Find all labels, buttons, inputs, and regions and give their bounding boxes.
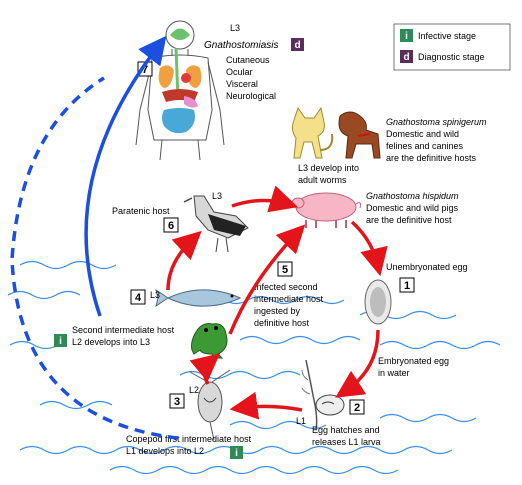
step-3-line-1: Copepod first intermediate host <box>126 434 252 444</box>
step-3-box <box>169 393 185 409</box>
arrow-copepod-to-human <box>10 76 179 440</box>
step-5-number: 5 <box>282 264 288 276</box>
adult-worms-line-2: adult worms <box>298 175 347 185</box>
step-2-line-2: releases L1 larva <box>312 437 381 447</box>
form-visceral: Visceral <box>226 79 258 89</box>
arrow-fish-to-bird <box>166 230 202 291</box>
legend-infective-label: Infective stage <box>418 31 476 41</box>
arrow-copepod-to-frog <box>189 353 221 385</box>
step-5-line-2: intermediate host <box>254 294 324 304</box>
spinigerum-line-1: Domestic and wild <box>386 129 459 139</box>
step-5-box <box>277 261 293 277</box>
human-stage-label: L3 <box>230 23 240 33</box>
unembryonated-egg-label: Unembryonated egg <box>386 262 468 272</box>
step-6-box <box>163 217 179 233</box>
step-2-stage: L1 <box>296 416 306 426</box>
step-5-line-1: Infected second <box>254 282 318 292</box>
arrow-frog-to-pig <box>228 224 306 335</box>
embryonated-line-2: in water <box>378 368 410 378</box>
diagnostic-badge <box>291 38 304 51</box>
step-4-line-1: Second intermediate host <box>72 325 175 335</box>
form-cutaneous: Cutaneous <box>226 55 270 65</box>
cat-icon <box>291 106 334 159</box>
legend-diagnostic-label: Diagnostic stage <box>418 52 485 62</box>
step-2-line-1: Egg hatches and <box>312 425 380 435</box>
spinigerum-line-2: felines and canines <box>386 141 464 151</box>
dog-icon <box>338 111 381 159</box>
human-figure-icon <box>135 20 225 161</box>
infective-badge-copepod-letter: i <box>235 448 238 459</box>
step-4-number: 4 <box>135 292 142 304</box>
frog-icon <box>191 323 228 359</box>
step-3-stage: L2 <box>189 385 199 395</box>
step-4-stage: L3 <box>150 290 160 300</box>
form-ocular: Ocular <box>226 67 253 77</box>
egg-icon <box>364 279 392 325</box>
arrow-egg-to-hatch <box>335 329 380 398</box>
copepod-icon <box>189 369 231 441</box>
hispidum-line-2: are the definitive host <box>366 215 452 225</box>
step-6-number: 6 <box>168 220 174 232</box>
step-5-line-3: ingested by <box>254 306 301 316</box>
step-2-box <box>349 399 365 415</box>
disease-name: Gnathostomiasis <box>204 40 278 51</box>
step-3-number: 3 <box>174 396 180 408</box>
diagnostic-badge-letter: d <box>294 40 300 51</box>
legend-diagnostic-badge <box>400 50 413 63</box>
embryonated-line-1: Embryonated egg <box>378 356 449 366</box>
step-7-number: 7 <box>142 64 148 76</box>
arrow-bird-to-pig <box>231 185 299 213</box>
bird-icon <box>183 195 249 253</box>
paratenic-stage-label: L3 <box>212 191 222 201</box>
infective-badge-copepod <box>230 446 243 459</box>
red-arrows <box>166 185 388 420</box>
step-5-line-4: definitive host <box>254 318 310 328</box>
paratenic-host-label: Paratenic host <box>112 206 170 216</box>
fish-icon <box>155 288 242 308</box>
hatching-egg-icon <box>301 359 345 431</box>
step-1-number: 1 <box>404 280 410 292</box>
spinigerum-title: Gnathostoma spinigerum <box>386 117 487 127</box>
hispidum-title: Gnathostoma hispidum <box>366 191 459 201</box>
blue-arrows <box>10 35 179 440</box>
pig-icon <box>291 192 361 228</box>
infective-badge-second-host <box>54 334 67 347</box>
arrow-second-host-to-human <box>84 35 167 317</box>
step-4-line-2: L2 develops into L3 <box>72 337 150 347</box>
spinigerum-line-3: are the definitive hosts <box>386 153 477 163</box>
legend-diagnostic-letter: d <box>403 52 409 63</box>
legend: i Infective stage d Diagnostic stage <box>393 23 511 71</box>
step-2-number: 2 <box>354 402 360 414</box>
arrow-pig-to-egg <box>350 220 388 277</box>
legend-infective-badge <box>400 29 413 42</box>
hispidum-line-1: Domestic and wild pigs <box>366 203 459 213</box>
adult-worms-line-1: L3 develop into <box>298 163 359 173</box>
legend-infective-letter: i <box>405 31 408 42</box>
form-neurological: Neurological <box>226 91 276 101</box>
step-3-line-2: L1 develops into L2 <box>126 446 204 456</box>
arrow-hatch-to-copepod <box>229 391 303 420</box>
infective-badge-second-host-letter: i <box>59 336 62 347</box>
step-4-box <box>130 289 146 305</box>
step-1-box <box>399 277 415 293</box>
